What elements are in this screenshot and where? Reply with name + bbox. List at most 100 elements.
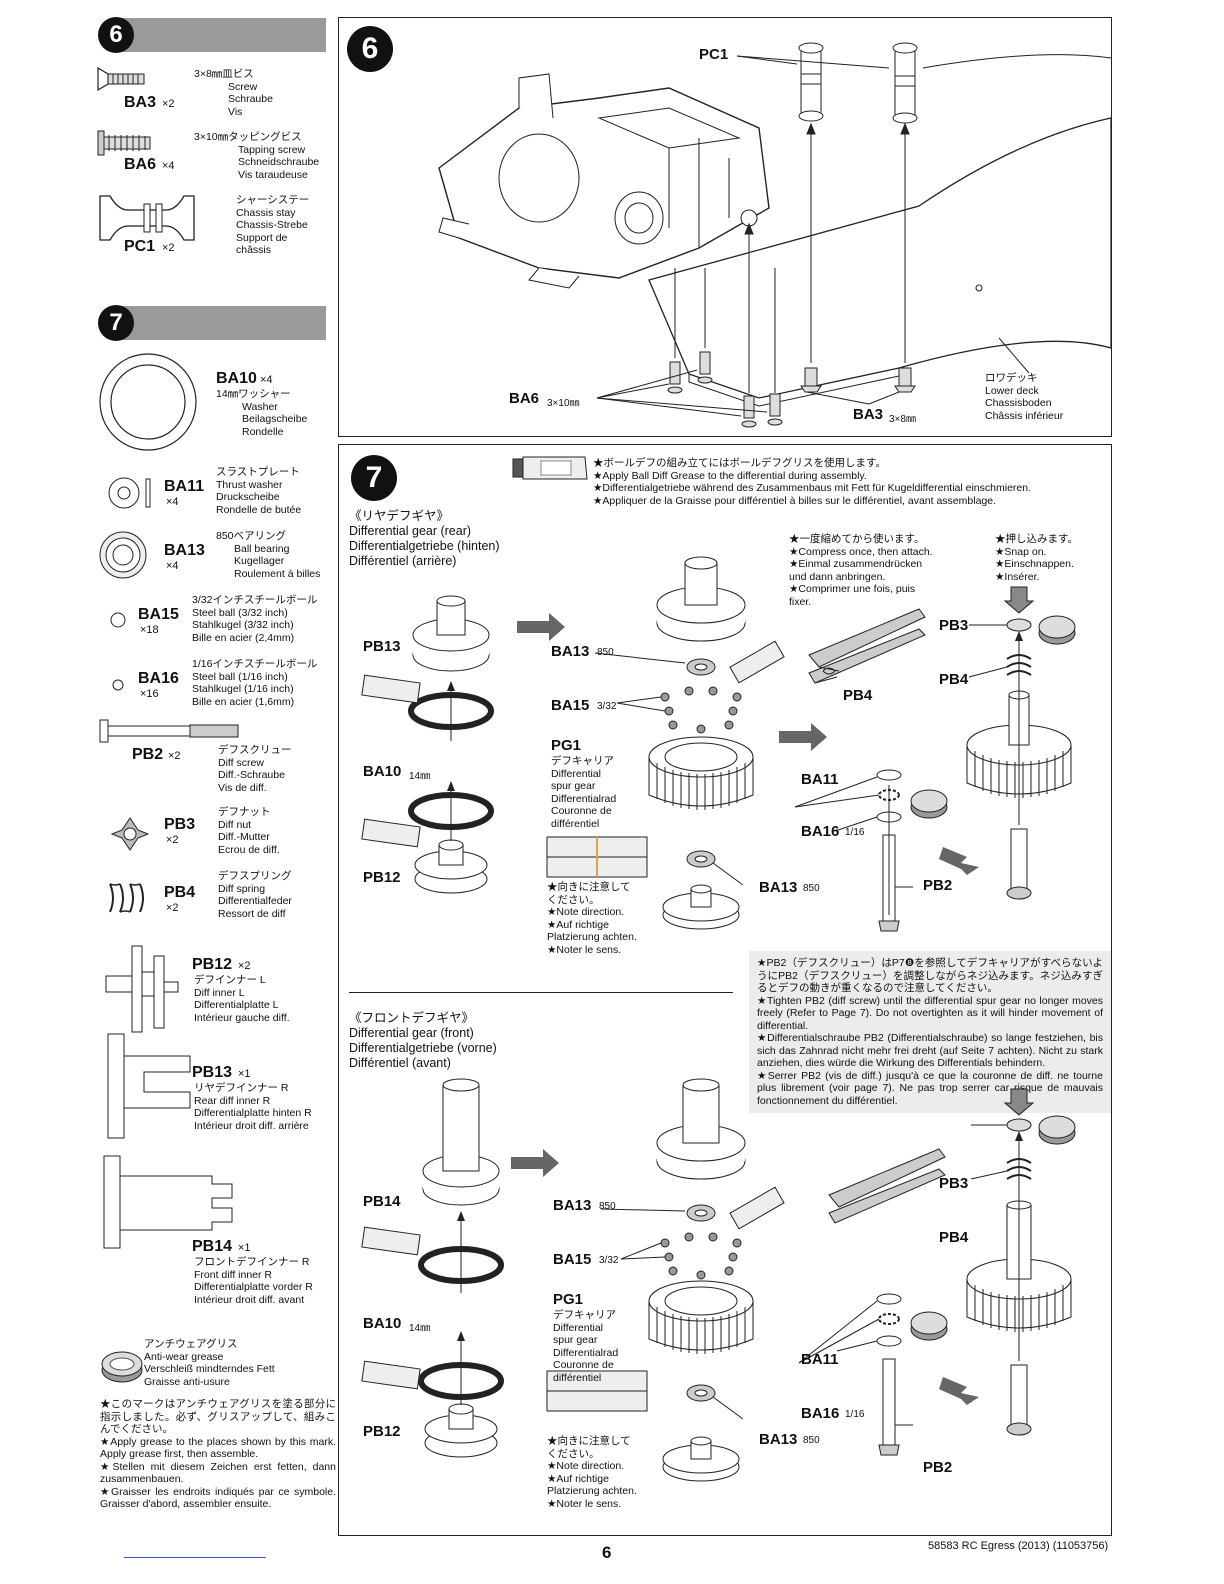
note-line: ★Snap on. xyxy=(995,545,1047,558)
front-label-ba16: BA16 xyxy=(801,1405,840,1422)
desc-line: Vis xyxy=(228,105,243,118)
rear-label-pb12: PB12 xyxy=(363,869,401,886)
label-ba6-size: 3×10㎜ xyxy=(547,398,580,409)
desc-line: Rondelle de butée xyxy=(216,503,302,516)
anti-wear-grease-legend: アンチウェアグリス Anti-wear grease Verschleiß mi… xyxy=(100,1336,336,1536)
desc-line: デフナット xyxy=(218,806,271,818)
desc-line: Diff nut xyxy=(218,818,252,831)
part-code: BA11 xyxy=(164,478,205,495)
front-label-pb3: PB3 xyxy=(939,1175,969,1192)
front-label-pb4: PB4 xyxy=(939,1229,969,1246)
desc-line: Chassis-Strebe xyxy=(236,219,308,231)
step6-panel: 6 xyxy=(338,17,1112,437)
desc-line: Ecrou de diff. xyxy=(218,843,280,856)
front-diff-inner-r-icon xyxy=(103,1155,233,1249)
desc-line: 3/32インチスチールボール xyxy=(192,594,318,606)
desc-line: ロワデッキ xyxy=(985,372,1038,384)
part-qty: ×2 xyxy=(166,902,179,914)
title-line: Différentiel (avant) xyxy=(349,1056,451,1070)
step7-panel-number: 7 xyxy=(351,455,397,501)
part-desc: フロントデフインナー R Front diff inner R Differen… xyxy=(194,1256,313,1306)
desc-line: 3×8㎜皿ビス xyxy=(194,68,254,80)
desc-line: Intérieur droit diff. arrière xyxy=(194,1119,309,1132)
rear-label-ba15: BA15 xyxy=(551,697,590,714)
desc-line: Differentialplatte vorder R xyxy=(194,1281,313,1293)
note-line: fixer. xyxy=(789,595,812,608)
desc-line: spur gear xyxy=(551,780,596,792)
part-ba6: BA6 ×4 3×10㎜タッピングビス Tapping screw Schnei… xyxy=(97,128,334,184)
note-line: ください。 xyxy=(547,893,600,906)
pc1-stay-right xyxy=(892,42,918,124)
diff-screw-icon xyxy=(99,719,239,743)
desc-line: Stahlkugel (3/32 inch) xyxy=(192,619,294,631)
front-label-ba13-top: BA13 xyxy=(553,1197,592,1214)
part-qty: ×2 xyxy=(238,960,251,972)
front-diff-title: 《フロントデフギヤ》 Differential gear (front) Dif… xyxy=(349,1011,497,1071)
title-line: 《フロントデフギヤ》 xyxy=(349,1011,475,1025)
front-label-ba16-size: 1/16 xyxy=(845,1409,865,1420)
rear-label-ba13-top: BA13 xyxy=(551,643,590,660)
diff-inner-l-icon xyxy=(105,945,179,1033)
part-ba10: BA10 ×4 14㎜ワッシャー Washer Beilagscheibe Ro… xyxy=(98,352,334,452)
desc-line: châssis xyxy=(236,244,272,256)
part-desc: スラストプレート Thrust washer Druckscheibe Rond… xyxy=(216,466,301,516)
front-diff-assembly-drawing xyxy=(361,1078,1076,1482)
part-qty: ×2 xyxy=(162,98,175,110)
note-line: Platzierung achten. xyxy=(547,1485,637,1497)
pc1-stay-left xyxy=(798,42,824,122)
desc-line: Differential xyxy=(553,1321,603,1334)
note-line: ★Apply Ball Diff Grease to the different… xyxy=(593,469,867,482)
desc-line: Front diff inner R xyxy=(194,1268,273,1281)
desc-line: Verschleiß mindterndes Fett xyxy=(144,1363,275,1375)
part-code: BA15 xyxy=(138,606,179,623)
desc-line: デフキャリア xyxy=(551,755,614,767)
note-line: ★Einmal zusammendrücken xyxy=(789,558,923,570)
rear-label-ba11: BA11 xyxy=(801,771,839,788)
desc-line: デフスプリング xyxy=(218,870,292,882)
part-ba11: BA11 ×4 スラストプレート Thrust washer Drucksche… xyxy=(108,466,336,522)
note-line: ★Stellen mit diesem Zeichen erst fetten,… xyxy=(100,1460,336,1486)
rear-label-ba16-size: 1/16 xyxy=(845,827,865,838)
note-line: ★一度縮めてから使います。 xyxy=(789,533,925,545)
lower-deck-plate xyxy=(648,117,1112,399)
desc-line: Druckscheibe xyxy=(216,491,280,503)
desc-line: 1/16インチスチールボール xyxy=(192,658,318,670)
rear-diff-title: 《リヤデフギヤ》 Differential gear (rear) Differ… xyxy=(349,509,500,569)
desc-line: デフインナー L xyxy=(194,974,266,986)
part-desc: デフインナー L Diff inner L Differentialplatte… xyxy=(194,974,290,1024)
part-desc: 3×10㎜タッピングビス Tapping screw Schneidschrau… xyxy=(194,131,319,181)
ball-diff-grease-notes: ★ボールデフの組み立てにはボールデフグリスを使用します。 ★Apply Ball… xyxy=(593,457,1103,507)
label-ba3-size: 3×8㎜ xyxy=(889,414,916,425)
title-line: 《リヤデフギヤ》 xyxy=(349,509,450,523)
part-pb3: PB3 ×2 デフナット Diff nut Diff.-Mutter Ecrou… xyxy=(110,806,338,864)
section-divider xyxy=(349,992,733,993)
desc-line: Stahlkugel (1/16 inch) xyxy=(192,683,294,695)
part-desc: デフスプリング Diff spring Differentialfeder Re… xyxy=(218,870,292,920)
part-pb13: PB13 ×1 リヤデフインナー R Rear diff inner R Dif… xyxy=(104,1030,338,1142)
part-qty: ×2 xyxy=(168,750,181,762)
rear-diff-assembly-drawing xyxy=(361,556,1076,932)
desc-line: Vis de diff. xyxy=(218,781,267,794)
grease-tin xyxy=(910,615,1076,819)
part-ba3: BA3 ×2 3×8㎜皿ビス Screw Schraube Vis xyxy=(97,64,328,120)
desc-line: Beilagscheibe xyxy=(242,413,308,425)
part-code: PB3 xyxy=(164,816,196,833)
part-pb2: PB2 ×2 デフスクリュー Diff screw Diff.-Schraube… xyxy=(98,716,338,796)
desc-line: フロントデフインナー R xyxy=(194,1256,310,1268)
note-line: ★Differentialschraube PB2 (Differentials… xyxy=(757,1032,1103,1069)
part-qty: ×4 xyxy=(260,374,273,386)
desc-line: Graisse anti-usure xyxy=(144,1375,230,1388)
part-pb14: PB14 ×1 フロントデフインナー R Front diff inner R … xyxy=(100,1152,338,1308)
rear-pg1-desc: デフキャリア Differential spur gear Differenti… xyxy=(551,755,616,830)
desc-line: Kugellager xyxy=(234,555,285,567)
footer-rule xyxy=(124,1557,266,1558)
part-ba13: BA13 ×4 850ベアリング Ball bearing Kugellager… xyxy=(98,528,338,584)
note-line: ★Graisser les endroits indiqués par ce s… xyxy=(100,1485,336,1511)
part-desc: リヤデフインナー R Rear diff inner R Differentia… xyxy=(194,1082,312,1132)
desc-line: différentiel xyxy=(553,1371,602,1384)
desc-line: Couronne de xyxy=(553,1359,614,1371)
part-code: PB14 xyxy=(192,1238,233,1255)
note-line: ★ボールデフの組み立てにはボールデフグリスを使用します。 xyxy=(593,457,886,469)
part-qty: ×18 xyxy=(140,624,159,636)
desc-line: Diff inner L xyxy=(194,986,245,999)
